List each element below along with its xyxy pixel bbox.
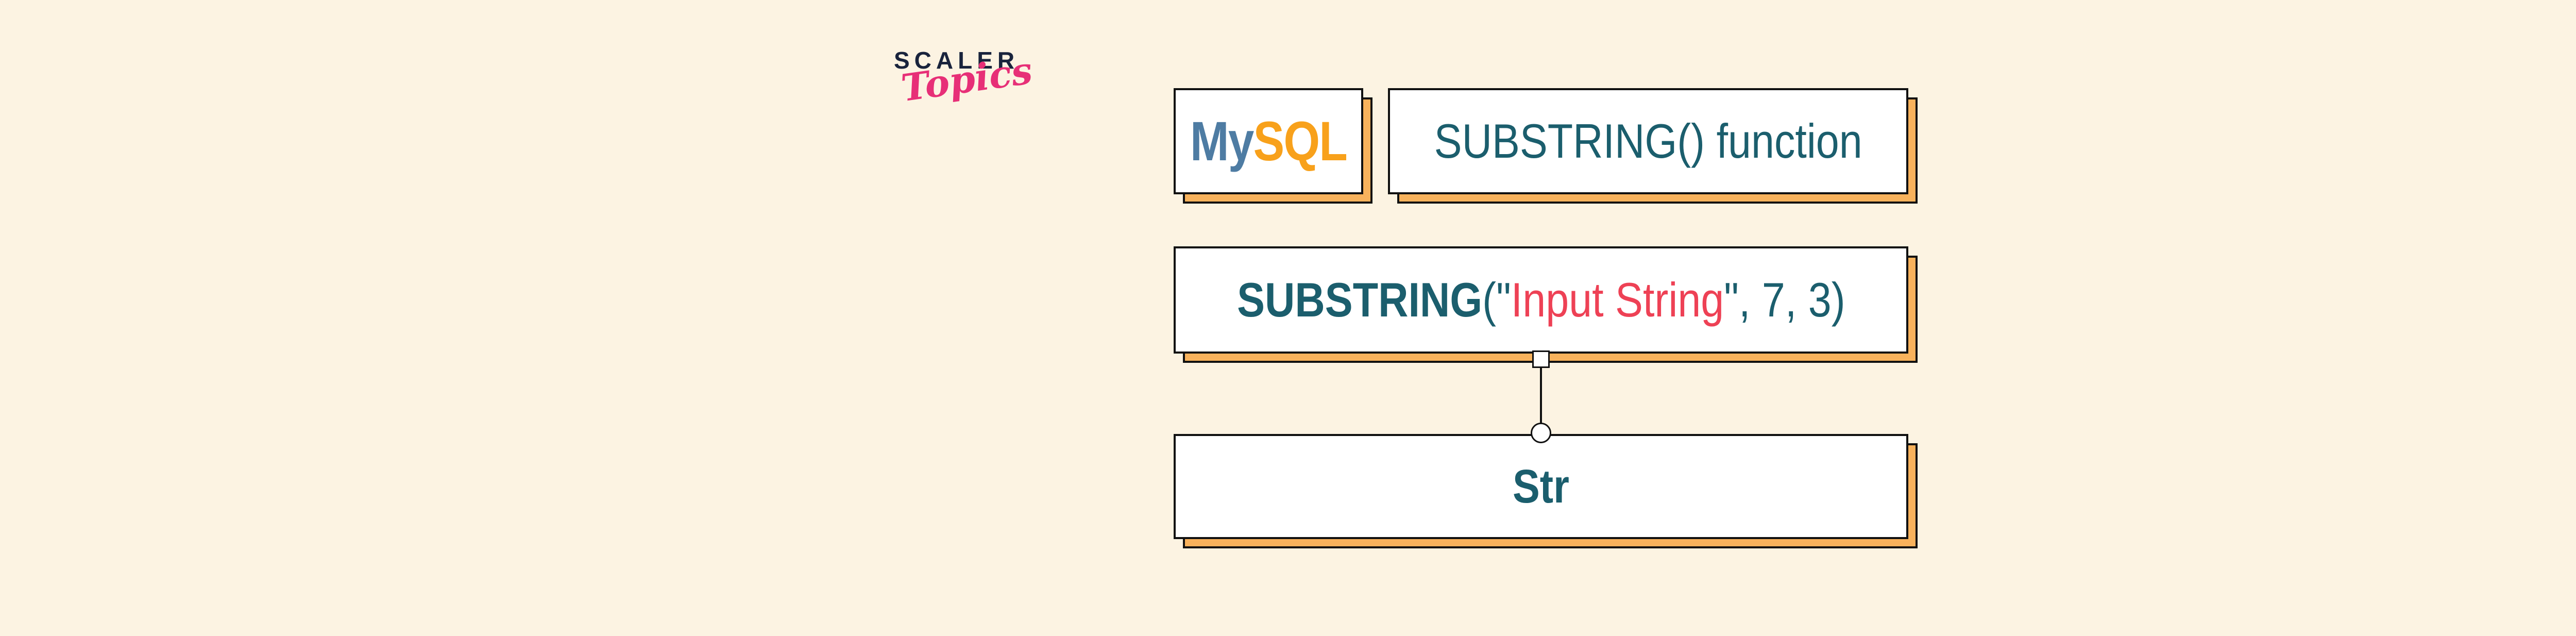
scaler-topics-logo: SCALER Topics (894, 47, 1035, 110)
syntax-expression: SUBSTRING("Input String", 7, 3) (1237, 276, 1845, 324)
connector-circle-anchor (1531, 423, 1551, 443)
syntax-box: SUBSTRING("Input String", 7, 3) (1174, 246, 1908, 354)
syntax-args-close: ", 7, 3) (1723, 273, 1845, 327)
connector-line (1540, 361, 1542, 427)
mysql-label-box: MySQL (1174, 88, 1363, 194)
mysql-wordmark: MySQL (1190, 110, 1348, 172)
result-label: Str (1513, 460, 1569, 513)
function-title: SUBSTRING() function (1434, 114, 1862, 168)
function-title-box: SUBSTRING() function (1388, 88, 1908, 194)
logo-brand-text: SCALER (894, 47, 1020, 74)
mysql-wordmark-my: My (1190, 110, 1254, 172)
mysql-wordmark-sql: SQL (1253, 110, 1348, 172)
syntax-input-string: Input String (1511, 273, 1724, 327)
syntax-open-paren: (" (1482, 273, 1511, 327)
result-box: Str (1174, 434, 1908, 539)
connector-square-anchor (1532, 350, 1550, 368)
syntax-keyword: SUBSTRING (1236, 273, 1482, 327)
